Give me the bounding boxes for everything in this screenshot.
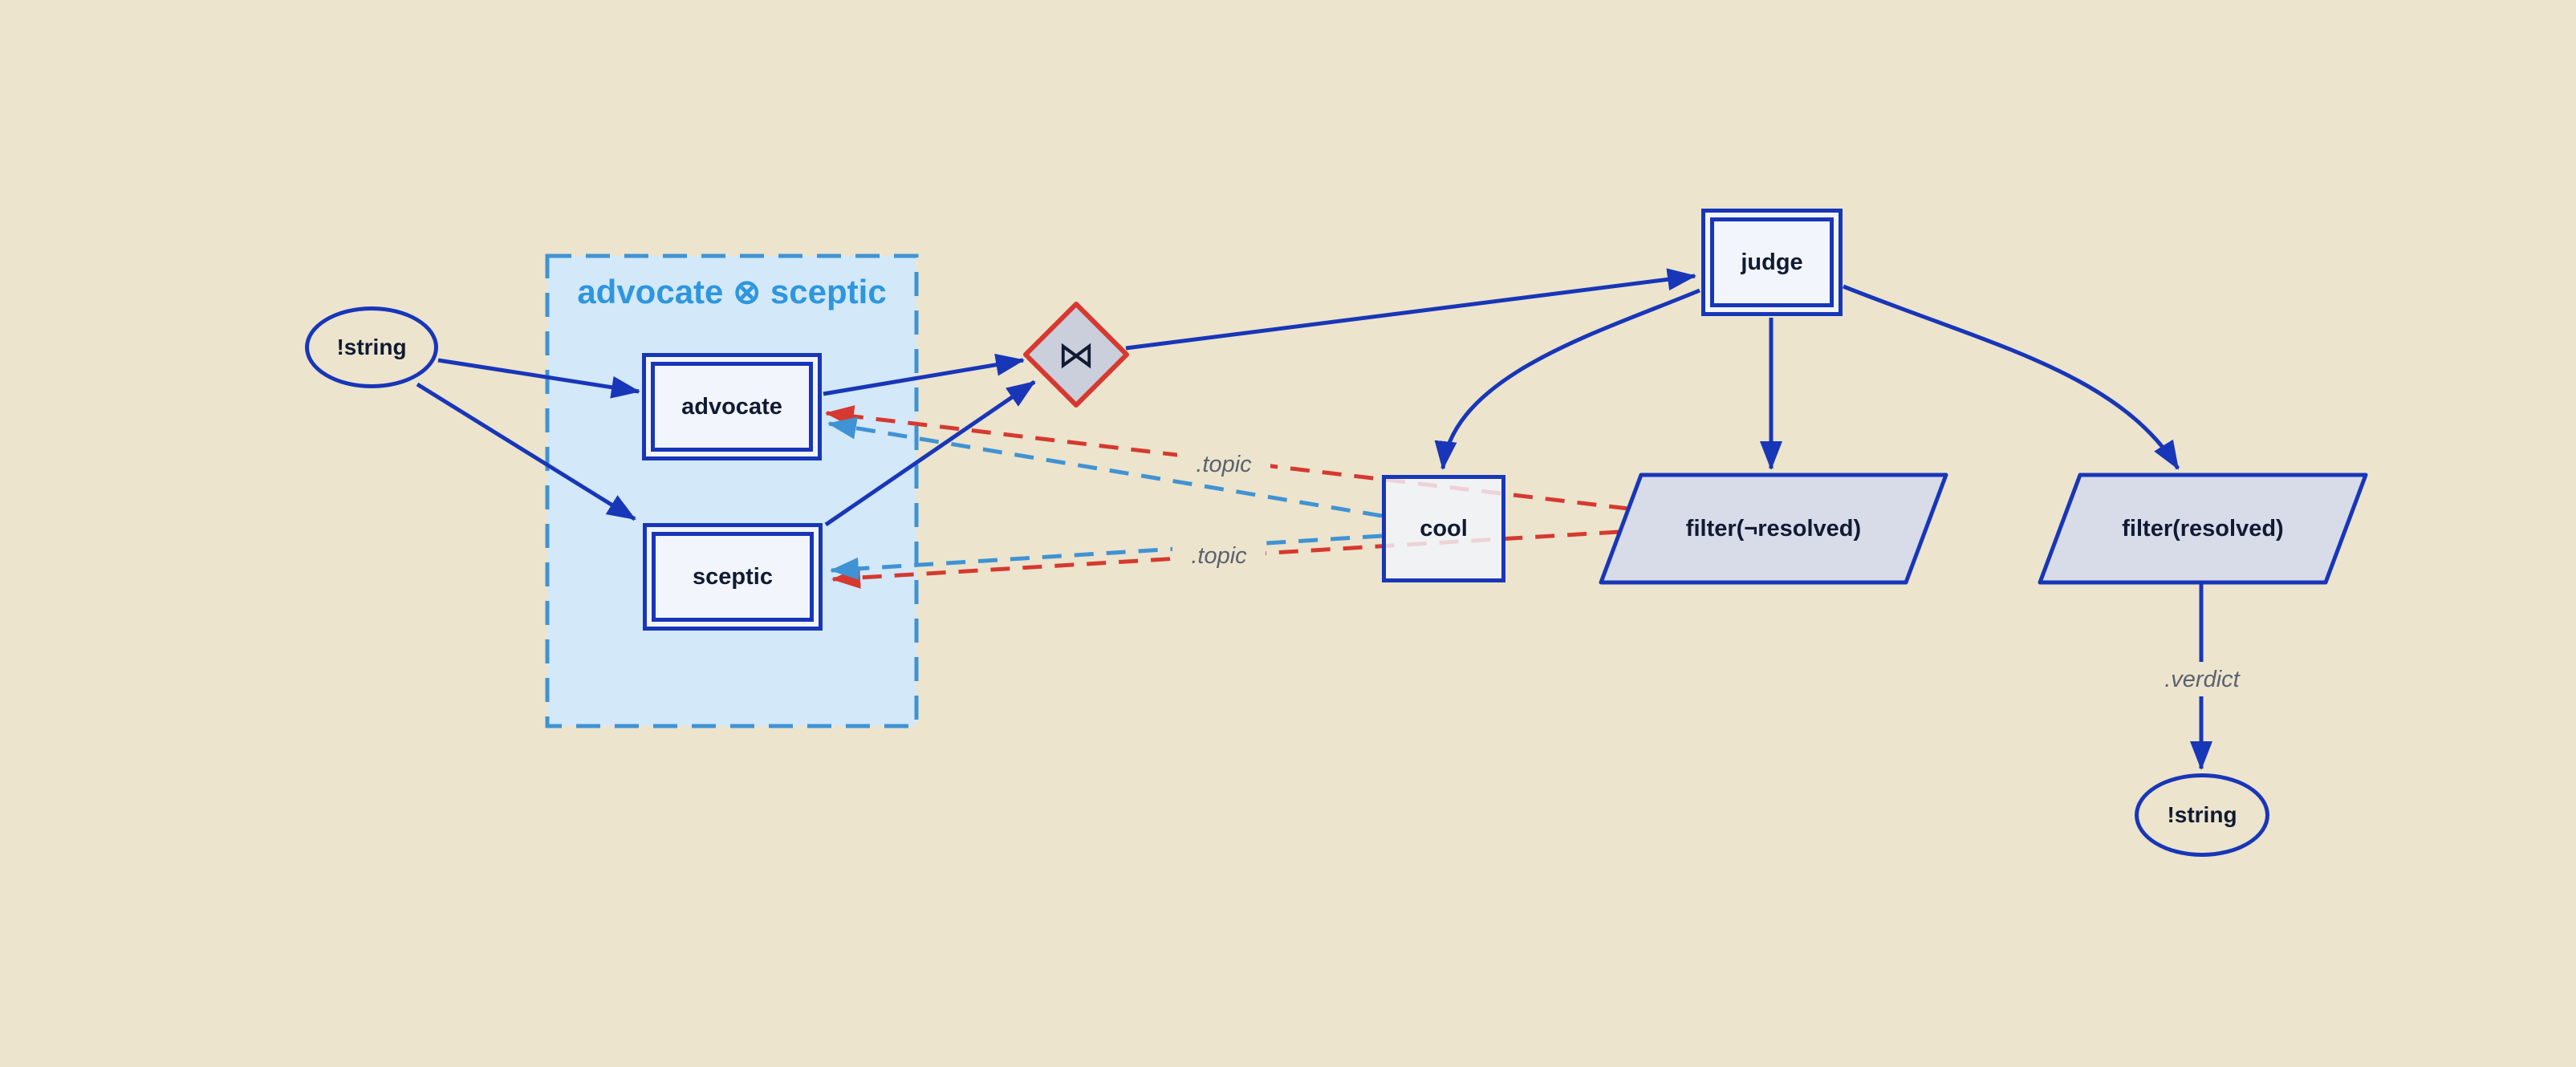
judge-label: judge — [1741, 249, 1803, 275]
filter-resolved-shape — [2038, 473, 2368, 585]
topic-label-bottom: .topic — [1172, 542, 1266, 570]
cluster-label: advocate ⊗ sceptic — [577, 272, 887, 310]
advocate-node: advocate — [642, 353, 822, 460]
verdict-label: .verdict — [2149, 664, 2255, 695]
cluster-box — [545, 254, 919, 728]
sceptic-node: sceptic — [643, 523, 823, 631]
output-string-label: !string — [2167, 802, 2237, 827]
judge-node-inner: judge — [1710, 217, 1834, 307]
edge-join-to-judge — [1125, 268, 1696, 351]
edge-judge-to-cool — [1434, 288, 1700, 470]
input-string-label: !string — [336, 335, 407, 359]
join-operator-icon: ⋈ — [1058, 334, 1095, 375]
advocate-label: advocate — [681, 393, 782, 420]
topic-label-top: .topic — [1177, 450, 1270, 479]
edge-input-to-sceptic — [416, 382, 636, 521]
edge-cool-to-advocate — [827, 416, 1383, 518]
output-string-node: !string — [2135, 773, 2269, 857]
sceptic-node-inner: sceptic — [652, 532, 814, 622]
filter-resolved-label: filter(resolved) — [2122, 515, 2284, 542]
edge-sceptic-to-join — [824, 379, 1036, 527]
sceptic-label: sceptic — [693, 563, 773, 590]
edge-judge-to-filter-resolved — [1843, 284, 2180, 470]
filter-not-resolved-shape — [1599, 473, 1948, 585]
filter-not-resolved-label: filter(¬resolved) — [1685, 515, 1862, 542]
cool-node: cool — [1382, 475, 1505, 582]
edge-advocate-to-join — [823, 353, 1025, 396]
input-string-node: !string — [305, 306, 438, 388]
judge-node: judge — [1701, 209, 1843, 316]
advocate-node-inner: advocate — [651, 362, 813, 452]
edge-input-to-advocate — [437, 358, 640, 399]
cool-label: cool — [1420, 515, 1468, 542]
edge-cool-to-sceptic — [830, 534, 1383, 580]
join-diamond — [1023, 302, 1129, 408]
